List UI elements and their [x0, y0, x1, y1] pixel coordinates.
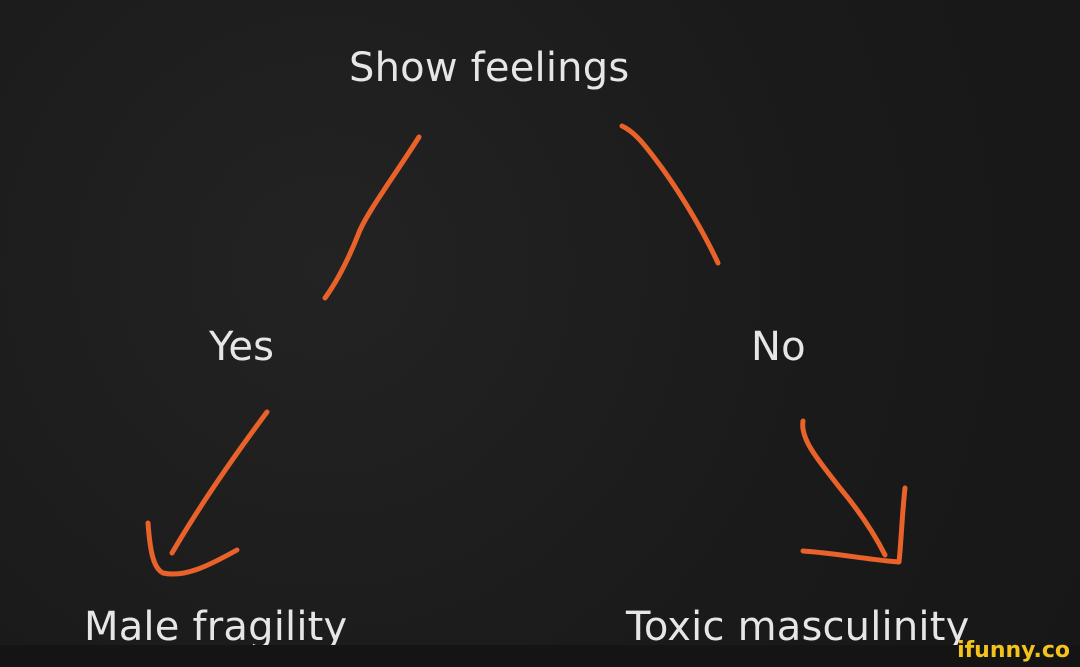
line-root-to-no: [619, 123, 721, 266]
arrow-yes-to-male-fragility: [169, 409, 270, 556]
outcome-toxic-masculinity: Toxic masculinity: [626, 604, 970, 650]
root-question: Show feelings: [349, 45, 630, 91]
branch-yes-label: Yes: [209, 324, 275, 370]
watermark-logo: ifunny.co: [957, 638, 1070, 663]
arrowhead-right: [800, 485, 908, 565]
watermark-bar: [0, 645, 1080, 667]
line-root-to-yes: [322, 134, 422, 301]
outcome-male-fragility: Male fragility: [84, 604, 348, 650]
arrow-no-to-toxic-masculinity: [800, 418, 888, 558]
arrowhead-left: [145, 520, 240, 577]
branch-no-label: No: [751, 324, 806, 370]
